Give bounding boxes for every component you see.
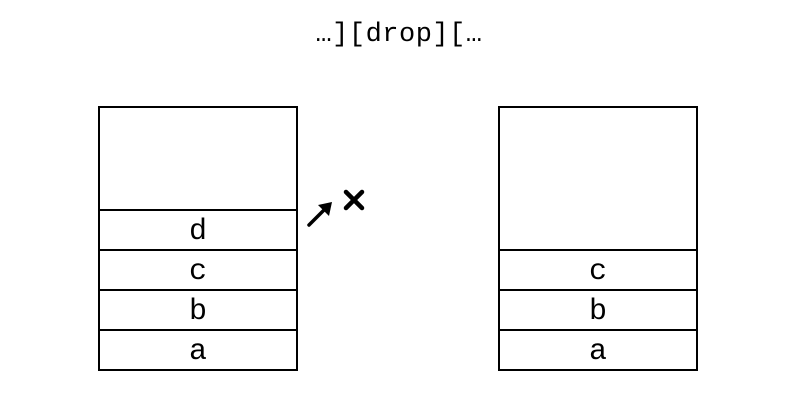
stack-cell: b <box>100 289 296 329</box>
stack-cell: c <box>500 249 696 289</box>
stack-cell: a <box>100 329 296 369</box>
operation-title: …][drop][… <box>315 20 483 50</box>
cross-icon <box>343 189 365 211</box>
stack-cell: b <box>500 289 696 329</box>
stack-cell: c <box>100 249 296 289</box>
stack-cell: a <box>500 329 696 369</box>
stack-cell: d <box>100 209 296 249</box>
arrow-up-right-icon <box>307 202 332 227</box>
drop-indicator <box>307 189 365 227</box>
stack-before: d c b a <box>98 106 298 371</box>
stack-after: c b a <box>498 106 698 371</box>
